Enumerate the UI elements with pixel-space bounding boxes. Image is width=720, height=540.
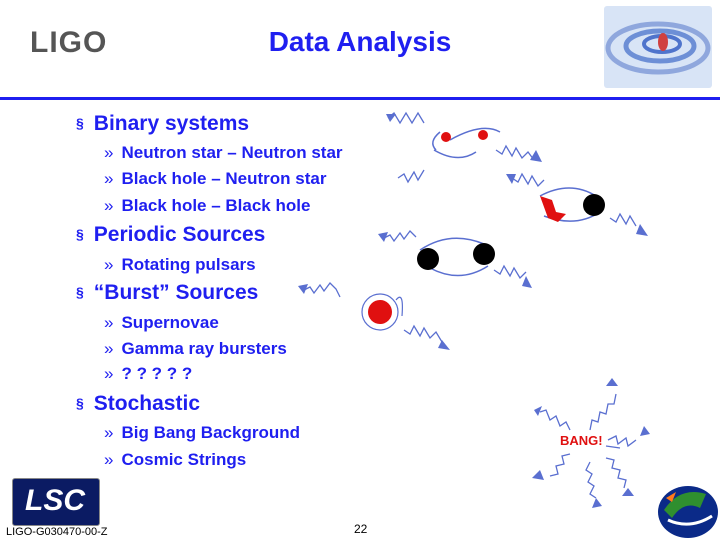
bullet-label: Binary systems: [93, 112, 250, 135]
sub-bullet: »Gamma ray bursters: [104, 339, 287, 358]
big-bang-burst-icon: [532, 378, 650, 508]
sub-bullet: »Big Bang Background: [104, 423, 300, 442]
slide-title: Data Analysis: [268, 26, 452, 57]
gator-logo-icon: [658, 486, 718, 538]
bang-label: BANG!: [560, 433, 603, 448]
sub-bullet: »? ? ? ? ?: [104, 364, 193, 383]
bullet-marker: §: [76, 226, 84, 242]
page-number: 22: [354, 522, 368, 536]
supernova-icon: [298, 282, 450, 350]
sub-bullet: »Cosmic Strings: [104, 450, 247, 469]
bullet-periodic-sources: § Periodic Sources: [76, 223, 265, 247]
bullet-label: “Burst” Sources: [93, 281, 259, 304]
sub-bullet: »Black hole – Neutron star: [104, 169, 327, 188]
bullet-marker: §: [76, 115, 84, 131]
lsc-logo-text: LSC: [25, 484, 85, 517]
document-id: LIGO-G030470-00-Z: [6, 526, 108, 538]
bullet-marker: §: [76, 284, 84, 300]
binary-black-holes-icon: [378, 230, 532, 288]
bullet-burst-sources: § “Burst” Sources: [76, 281, 258, 305]
lsc-logo: [12, 478, 100, 526]
sub-bullet: »Rotating pulsars: [104, 255, 256, 274]
title-rule: [0, 97, 720, 100]
binary-neutron-stars-icon: [386, 111, 542, 184]
bullet-label: Stochastic: [93, 392, 200, 415]
black-hole-neutron-star-icon: [506, 172, 648, 236]
sub-bullet: »Supernovae: [104, 313, 219, 332]
sub-bullet: »Neutron star – Neutron star: [104, 143, 343, 162]
sub-bullet: »Black hole – Black hole: [104, 196, 311, 215]
ligo-logo: LIGO: [30, 26, 108, 59]
gravitational-wave-logo-icon: [604, 6, 712, 88]
bullet-stochastic: § Stochastic: [76, 392, 200, 416]
bullet-label: Periodic Sources: [93, 223, 266, 246]
bullet-marker: §: [76, 395, 84, 411]
bullet-binary-systems: § Binary systems: [76, 112, 249, 136]
